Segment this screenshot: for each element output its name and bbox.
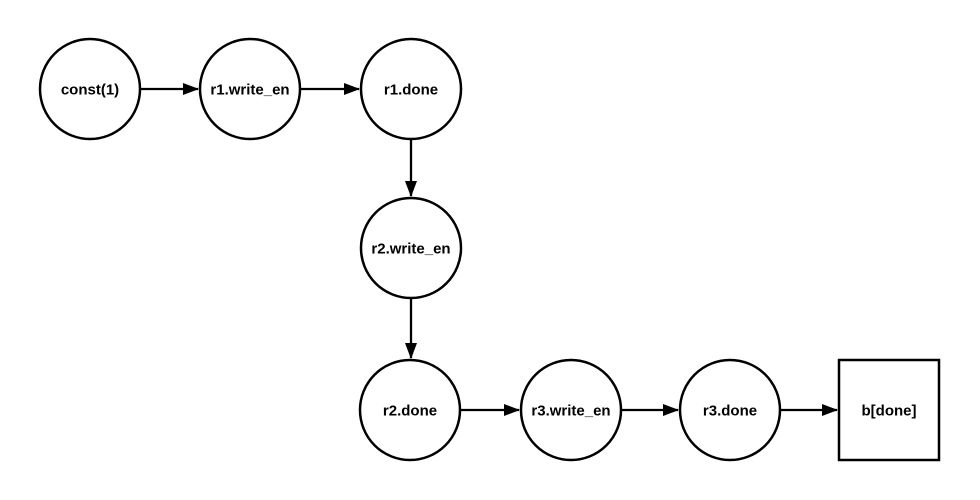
node-r1-done-circle [359,37,463,141]
node-b-done: b[done] [837,358,941,462]
node-b-done-label: b[done] [862,402,917,419]
node-r1-done-label: r1.done [384,81,438,98]
node-r3-write-en-circle [519,358,623,462]
node-r1-write-en: r1.write_en [198,37,302,141]
node-r2-done: r2.done [358,358,462,462]
node-b-done-rect [837,358,941,462]
node-r2-done-label: r2.done [383,402,437,419]
node-r1-done: r1.done [359,37,463,141]
node-r1-write-en-label: r1.write_en [210,81,289,98]
diagram-nodes: const(1) r1.write_en r1.done r2.write_en… [38,37,941,462]
node-const-1-label: const(1) [61,81,119,98]
node-const-1: const(1) [38,37,142,141]
node-r3-write-en: r3.write_en [519,358,623,462]
node-r2-done-circle [358,358,462,462]
node-r3-write-en-label: r3.write_en [531,402,610,419]
node-r2-write-en-label: r2.write_en [371,240,450,257]
node-r2-write-en-circle [359,196,463,300]
node-r3-done: r3.done [678,358,782,462]
node-const-1-circle [38,37,142,141]
node-r2-write-en: r2.write_en [359,196,463,300]
node-r3-done-circle [678,358,782,462]
diagram-edges [141,83,838,416]
node-r1-write-en-circle [198,37,302,141]
node-r3-done-label: r3.done [703,402,757,419]
